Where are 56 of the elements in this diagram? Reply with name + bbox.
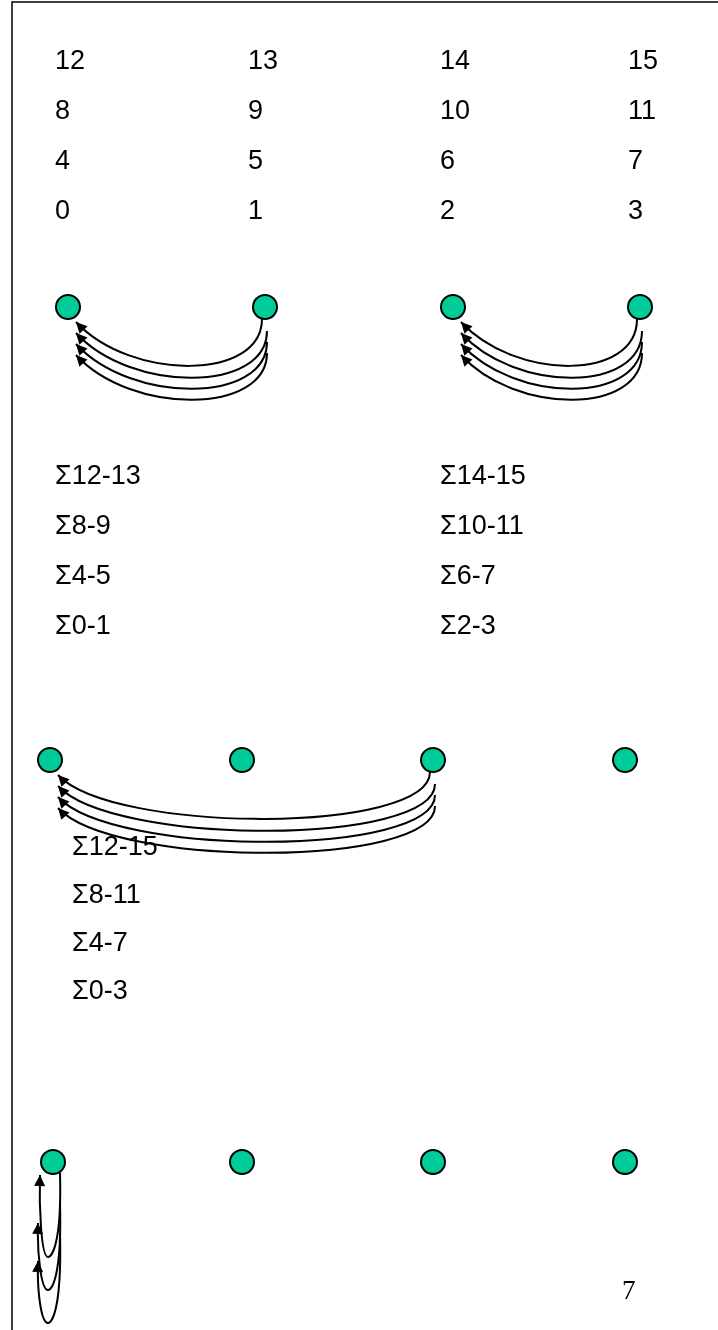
partial-sum-label: Σ4-5 [55,559,111,591]
value-label: 8 [55,94,71,126]
circle-node [229,747,255,773]
circle-node [420,1149,446,1175]
partial-sum-label: Σ8-9 [55,509,111,541]
curved-arrow [460,341,643,390]
circle-node [252,294,278,320]
value-label: 13 [248,44,279,76]
value-label: 7 [628,144,644,176]
partial-sum-label: Σ6-7 [440,559,496,591]
partial-sum-label: Σ12-13 [55,459,141,491]
value-label: 1 [248,194,264,226]
curved-arrow [32,1202,62,1291]
value-label: 11 [628,94,657,126]
value-label: 3 [628,194,644,226]
partial-sum-label: Σ2-3 [440,609,496,641]
curved-arrow [460,352,643,401]
curved-arrow [75,318,263,367]
curved-arrow [32,1232,62,1324]
circle-node [229,1149,255,1175]
curved-arrow [57,794,436,843]
value-label: 4 [55,144,71,176]
circle-node [612,1149,638,1175]
circle-node [612,747,638,773]
partial-sum-label: Σ0-3 [72,974,128,1006]
partial-sum-label: Σ12-15 [72,830,158,862]
page-number: 7 [622,1274,636,1306]
value-label: 0 [55,194,71,226]
curved-arrow [34,1172,62,1258]
partial-sum-label: Σ4-7 [72,926,128,958]
curved-arrow [57,805,436,854]
partial-sum-label: Σ0-1 [55,609,111,641]
partial-sum-label: Σ14-15 [440,459,526,491]
partial-sum-label: Σ10-11 [440,509,524,541]
curved-arrow [75,341,268,390]
value-label: 10 [440,94,471,126]
value-label: 6 [440,144,456,176]
curved-arrow [460,318,638,367]
circle-node [40,1149,66,1175]
curved-arrow [75,352,268,401]
circle-node [420,747,446,773]
curved-arrow [57,783,436,832]
value-label: 14 [440,44,471,76]
value-label: 15 [628,44,659,76]
value-label: 5 [248,144,264,176]
circle-node [55,294,81,320]
value-label: 9 [248,94,264,126]
curved-arrow [57,771,431,820]
curved-arrow [460,330,643,379]
circle-node [37,747,63,773]
value-label: 2 [440,194,456,226]
circle-node [627,294,653,320]
partial-sum-label: Σ8-11 [72,878,141,910]
value-label: 12 [55,44,86,76]
curved-arrow [75,330,268,379]
circle-node [440,294,466,320]
